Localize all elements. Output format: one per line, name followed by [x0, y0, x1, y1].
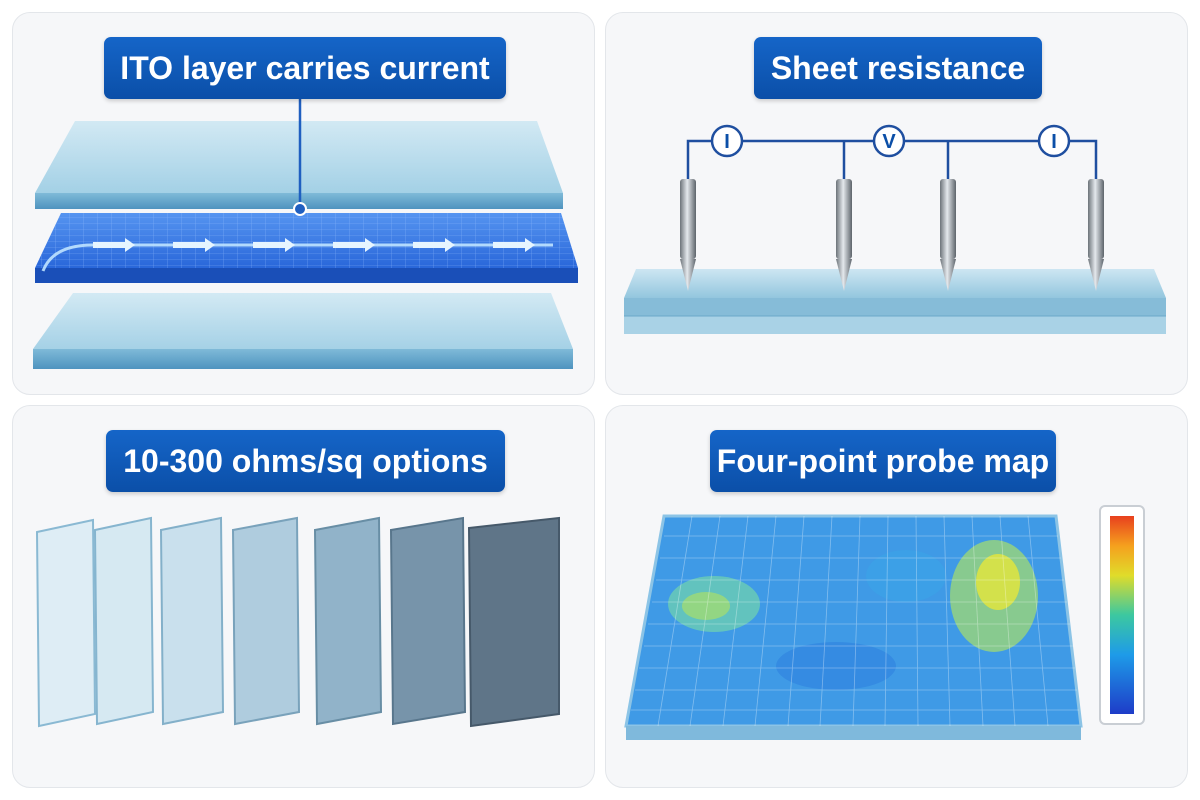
probe-needle-icon [1088, 179, 1104, 291]
glass-sheet-option [35, 518, 97, 728]
color-scale-icon [1099, 505, 1145, 725]
glass-sheet-option [231, 516, 301, 726]
voltmeter-label: V [882, 131, 896, 153]
ito-glass-sample [624, 269, 1166, 334]
glass-sheet-options [35, 516, 560, 728]
glass-sheet-option [389, 516, 467, 726]
panel-probe-map: Four-point probe map [605, 405, 1188, 788]
current-arrow-icon [93, 238, 535, 252]
ammeter-label: I [724, 131, 730, 153]
panel-resistance-options: 10-300 ohms/sq options [12, 405, 595, 788]
panel-ito-layer: ITO layer carries current [12, 12, 595, 395]
panel-title: Sheet resistance [754, 37, 1042, 99]
panel-title: 10-300 ohms/sq options [106, 430, 505, 492]
ito-stack-illustration [33, 99, 578, 369]
probe-needle-icon [940, 179, 956, 291]
ito-conductive-layer [35, 213, 578, 283]
probe-needle-icon [680, 179, 696, 291]
bottom-glass-sheet [33, 293, 573, 369]
callout-dot [293, 202, 307, 216]
glass-sheet-option [313, 516, 383, 726]
ammeter-icon: I [710, 124, 744, 158]
panel-title: Four-point probe map [710, 430, 1056, 492]
probe-needle-icon [836, 179, 852, 291]
probe-wiring [686, 139, 1098, 179]
four-point-probe-setup: I V I [624, 124, 1166, 334]
voltmeter-icon: V [872, 124, 906, 158]
ammeter-icon: I [1037, 124, 1071, 158]
glass-sheet-option [159, 516, 225, 726]
panel-sheet-resistance: I V I [605, 12, 1188, 395]
heatmap-plate [624, 514, 1083, 740]
glass-sheet-option [93, 516, 155, 726]
ammeter-label: I [1051, 131, 1057, 153]
resistance-heatmap [624, 505, 1145, 740]
panel-title: ITO layer carries current [104, 37, 506, 99]
glass-sheet-option [467, 516, 560, 728]
